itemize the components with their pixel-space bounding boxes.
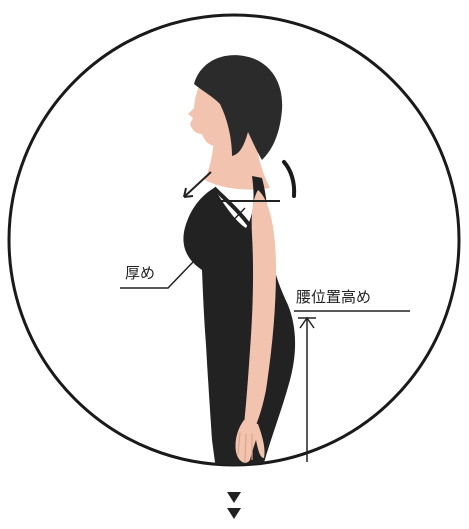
- figure: [183, 55, 296, 465]
- chest-measure-arrowhead: [206, 195, 216, 207]
- hand: [235, 420, 265, 463]
- waist-label: 腰位置高め: [296, 288, 371, 306]
- hair: [194, 55, 283, 160]
- double-down-triangle-icon: [227, 492, 241, 519]
- chest-arrowhead: [183, 187, 194, 198]
- hand-fingers: [237, 431, 253, 463]
- front-arm: [244, 190, 276, 425]
- strap: [212, 186, 252, 228]
- chest-label: 厚め: [125, 264, 155, 282]
- back-arc: [282, 160, 297, 198]
- chest-arrow: [183, 171, 212, 198]
- chest-leader-line: [120, 207, 246, 289]
